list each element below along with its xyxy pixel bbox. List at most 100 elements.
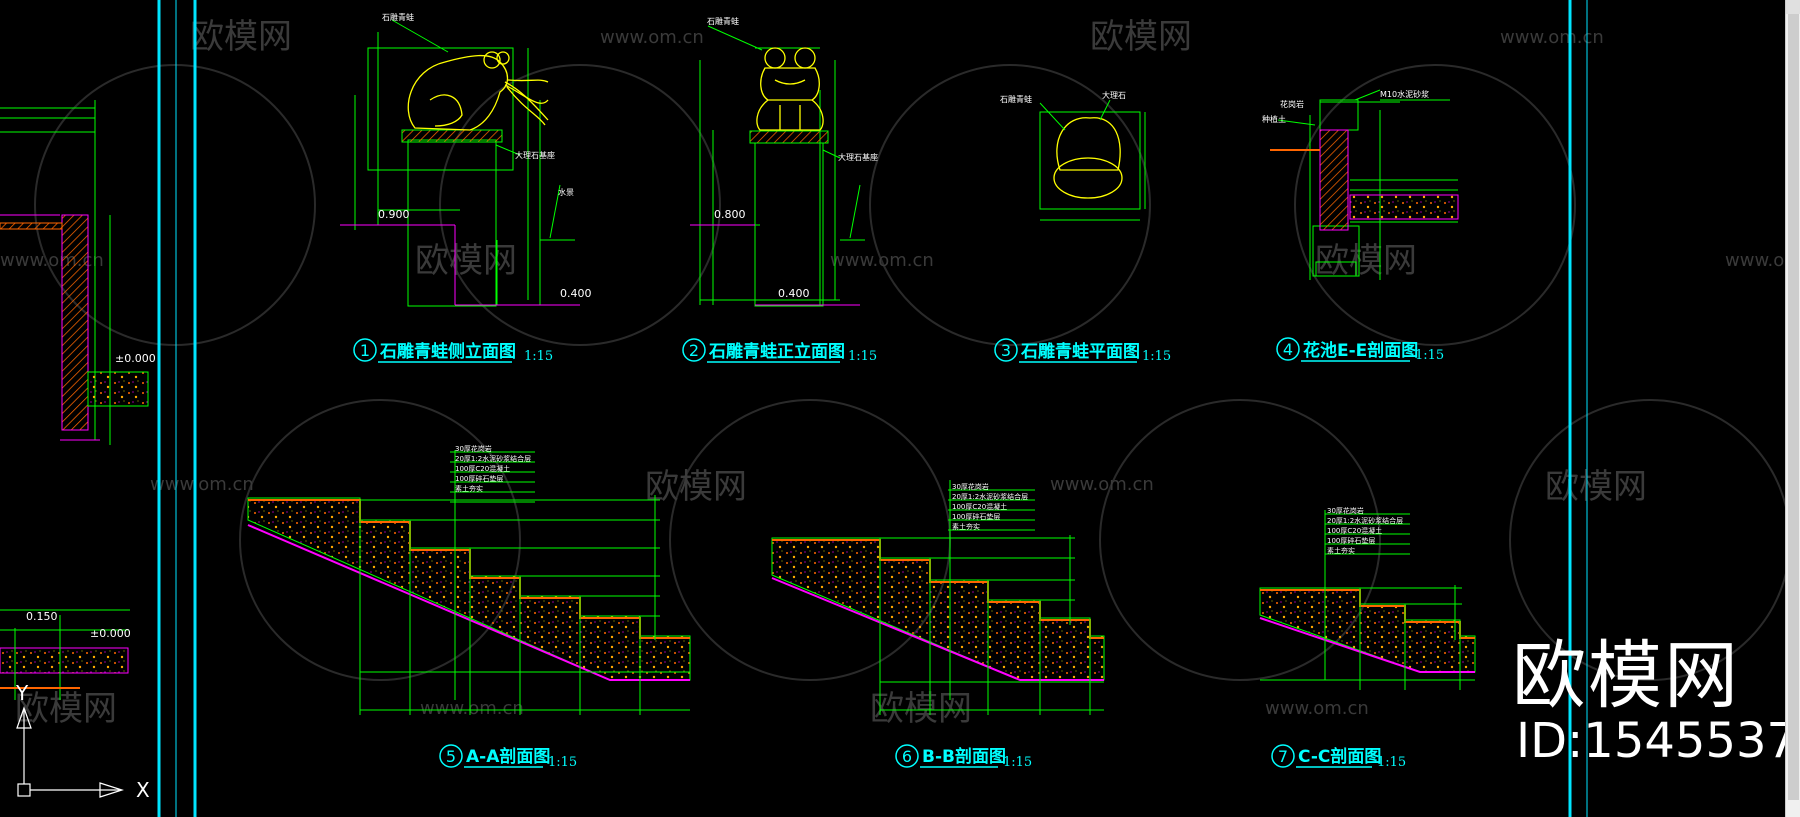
title-number: 2 (689, 341, 699, 360)
title-scale: 1:15 (1377, 755, 1406, 770)
title-text: B-B剖面图 (922, 746, 1006, 767)
layer-label: 20厚1:2水泥砂浆结合层 (1327, 516, 1403, 525)
axis-label-x: X (136, 778, 150, 802)
scroll-thumb[interactable] (1788, 14, 1799, 800)
dimension-label: 0.800 (714, 208, 746, 221)
layer-label: 100厚碎石垫层 (1327, 536, 1375, 545)
watermark-url: www.om.cn (1725, 250, 1800, 271)
title-text: 石雕青蛙正立面图 (708, 341, 845, 362)
title-scale: 1:15 (524, 349, 553, 364)
watermarks: 欧模网 www.om.cn 欧模网 www.om.cn www.om.cn 欧模… (0, 17, 1800, 729)
watermark-brand: 欧模网 (1315, 241, 1417, 281)
stair-a-layer-labels: 30厚花岗岩 20厚1:2水泥砂浆结合层 100厚C20混凝土 100厚碎石垫层… (455, 444, 531, 493)
frog-front-elevation (690, 25, 865, 307)
title-text: C-C剖面图 (1298, 746, 1381, 767)
flower-pool-labels: M10水泥砂浆 花岗岩 种植土 (1262, 89, 1429, 124)
drawing-title-7: 7 C-C剖面图 1:15 (1271, 744, 1406, 770)
layer-label: 素土夯实 (1327, 546, 1355, 555)
vertical-scrollbar[interactable] (1785, 0, 1800, 817)
layer-label: 30厚花岗岩 (952, 482, 989, 491)
title-scale: 1:15 (1003, 755, 1032, 770)
title-number: 6 (902, 747, 912, 766)
dimension-label: 0.400 (560, 287, 592, 300)
title-text: 石雕青蛙平面图 (1020, 341, 1140, 362)
frog-annotation: 石雕青蛙 (707, 16, 739, 26)
flower-pool-section (1270, 89, 1459, 280)
stair-section-a (247, 450, 691, 715)
title-number: 3 (1001, 341, 1011, 360)
layer-label: 100厚C20混凝土 (455, 464, 510, 473)
title-scale: 1:15 (1415, 348, 1444, 363)
watermark-url: www.om.cn (1500, 27, 1604, 48)
watermark-brand: 欧模网 (645, 467, 747, 507)
watermark-brand: 欧模网 (415, 241, 517, 281)
title-number: 4 (1283, 340, 1293, 359)
drawing-title-4: 4 花池E-E剖面图 1:15 (1276, 337, 1444, 363)
base-annotation: 大理石 (1102, 90, 1126, 100)
title-number: 7 (1278, 747, 1288, 766)
drawing-title-3: 3 石雕青蛙平面图 1:15 (994, 338, 1171, 364)
frog-side-elevation (340, 19, 580, 307)
watermark-brand: 欧模网 (870, 689, 972, 729)
frame-lines (157, 0, 1588, 817)
frog-annotation: 石雕青蛙 (382, 12, 414, 22)
layer-label: 20厚1:2水泥砂浆结合层 (952, 492, 1028, 501)
watermark-url: www.om.cn (420, 698, 524, 719)
model-id: ID:1545537 (1516, 713, 1798, 769)
layer-label: 100厚C20混凝土 (952, 502, 1007, 511)
soil-annotation: 种植土 (1262, 114, 1286, 124)
ucs-icon (16, 706, 124, 798)
title-text: 花池E-E剖面图 (1303, 340, 1418, 361)
drawing-title-1: 1 石雕青蛙侧立面图 1:15 (353, 338, 553, 364)
title-number: 1 (360, 341, 370, 360)
watermark-brand: 欧模网 (190, 17, 292, 57)
left-dimension-label: 0.150 (26, 610, 58, 623)
layer-label: 30厚花岗岩 (455, 444, 492, 453)
stair-section-c (1259, 510, 1476, 690)
watermark-url: www.om.cn (830, 250, 934, 271)
watermark-brand: 欧模网 (1090, 17, 1192, 57)
layer-label: 100厚碎石垫层 (952, 512, 1000, 521)
frog-annotation: 石雕青蛙 (1000, 94, 1032, 104)
title-text: A-A剖面图 (466, 746, 550, 767)
axis-label-y: Y (15, 681, 29, 705)
drawing-title-6: 6 B-B剖面图 1:15 (895, 744, 1032, 770)
base-annotation: 大理石基座 (515, 150, 555, 160)
base-annotation: 大理石基座 (838, 152, 878, 162)
granite-annotation: 花岗岩 (1280, 99, 1304, 109)
frog-plan (1039, 99, 1146, 221)
left-dimension-labels: ±0.000 0.150 ±0.000 (26, 352, 156, 640)
layer-label: 100厚C20混凝土 (1327, 526, 1382, 535)
title-text: 石雕青蛙侧立面图 (379, 341, 516, 362)
watermark-brand: 欧模网 (1545, 467, 1647, 507)
watermark-url: www.om.cn (1265, 698, 1369, 719)
fountain-annotation: 水景 (558, 187, 574, 197)
title-number: 5 (446, 747, 456, 766)
stair-section-b (771, 480, 1105, 715)
frog-plan-labels: 石雕青蛙 大理石 (1000, 90, 1126, 104)
watermark-brand: 欧模网 (15, 689, 117, 729)
layer-label: 20厚1:2水泥砂浆结合层 (455, 454, 531, 463)
dimension-label: 0.900 (378, 208, 410, 221)
layer-label: 100厚碎石垫层 (455, 474, 503, 483)
drawing-titles: 1 石雕青蛙侧立面图 1:15 2 石雕青蛙正立面图 1:15 3 石雕青蛙平面… (353, 337, 1444, 770)
stair-c-layer-labels: 30厚花岗岩 20厚1:2水泥砂浆结合层 100厚C20混凝土 100厚碎石垫层… (1327, 506, 1403, 555)
left-level-label: ±0.000 (90, 627, 131, 640)
mortar-annotation: M10水泥砂浆 (1380, 89, 1429, 99)
ucs-axis-labels: X Y (15, 681, 150, 802)
layer-label: 素土夯实 (455, 484, 483, 493)
watermark-url: www.om.cn (600, 27, 704, 48)
left-level-label: ±0.000 (115, 352, 156, 365)
drawing-title-5: 5 A-A剖面图 1:15 (439, 744, 577, 770)
title-scale: 1:15 (548, 755, 577, 770)
layer-label: 30厚花岗岩 (1327, 506, 1364, 515)
frog-side-labels: 石雕青蛙 大理石基座 水景 0.900 0.400 (378, 12, 592, 300)
layer-label: 素土夯实 (952, 522, 980, 531)
drawing-title-2: 2 石雕青蛙正立面图 1:15 (682, 338, 877, 364)
dimension-label: 0.400 (778, 287, 810, 300)
title-scale: 1:15 (1142, 349, 1171, 364)
title-scale: 1:15 (848, 349, 877, 364)
brand-watermark: 欧模网 (1512, 633, 1740, 719)
scroll-up-arrow-icon[interactable] (1786, 0, 1800, 14)
